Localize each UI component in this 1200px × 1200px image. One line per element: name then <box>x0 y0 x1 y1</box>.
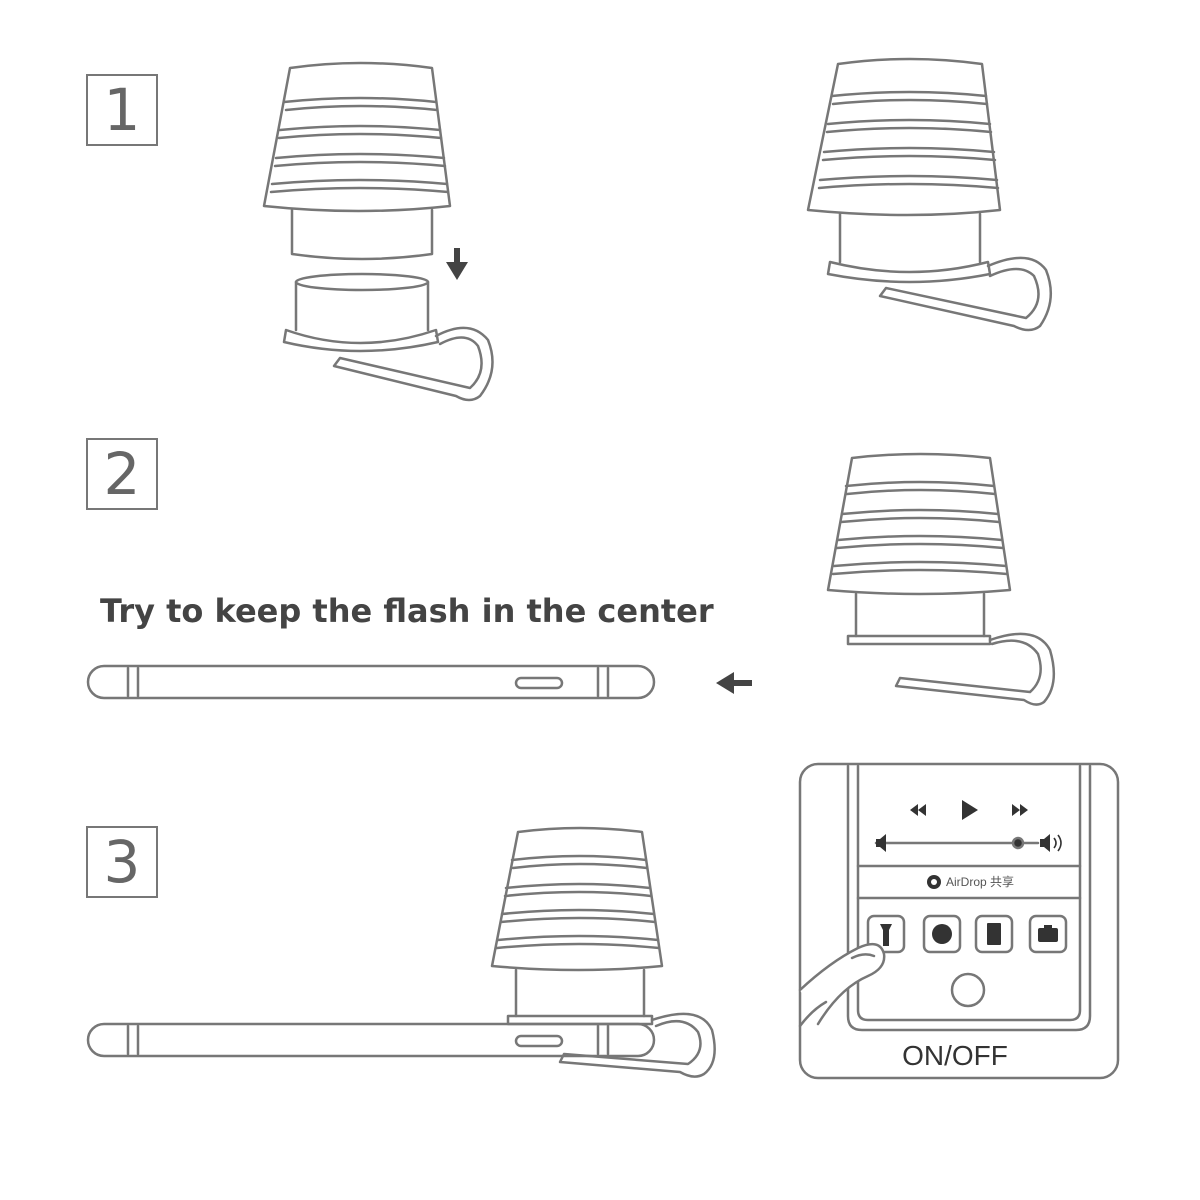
lamp-step-2 <box>826 452 1056 706</box>
phone-side-view <box>86 664 656 700</box>
airdrop-label: AirDrop 共享 <box>946 874 1014 889</box>
step-1-number: 1 <box>103 76 141 144</box>
step-2-box: 2 <box>86 438 158 510</box>
camera-icon <box>1038 925 1058 942</box>
finger-pressing <box>798 942 886 1028</box>
calculator-icon <box>987 923 1001 945</box>
instruction-caption: Try to keep the flash in the center <box>100 592 714 630</box>
calculator-button[interactable] <box>974 914 1014 954</box>
clip-base-left <box>282 272 494 402</box>
step-3-number: 3 <box>103 828 141 896</box>
lamp-shade-top-left <box>262 61 452 261</box>
fast-forward-icon <box>1012 804 1028 816</box>
home-button-icon <box>950 972 986 1008</box>
step-2-number: 2 <box>103 440 141 508</box>
flashlight-button[interactable] <box>866 914 906 954</box>
volume-low-icon <box>876 834 886 852</box>
record-button[interactable] <box>922 914 962 954</box>
play-icon <box>962 800 978 820</box>
arrow-left-icon <box>716 672 752 694</box>
lamp-assembled-right <box>806 57 1053 332</box>
control-center-panel <box>798 762 1120 1080</box>
on-off-label: ON/OFF <box>902 1040 1008 1071</box>
airdrop-icon <box>927 875 941 889</box>
flashlight-icon <box>880 924 892 946</box>
step-3-box: 3 <box>86 826 158 898</box>
volume-high-icon <box>1040 834 1062 852</box>
arrow-down-icon <box>446 248 468 280</box>
rewind-icon <box>910 804 926 816</box>
step-1-box: 1 <box>86 74 158 146</box>
phone-with-lamp <box>86 826 716 1078</box>
camera-button[interactable] <box>1028 914 1068 954</box>
record-icon <box>932 924 952 944</box>
